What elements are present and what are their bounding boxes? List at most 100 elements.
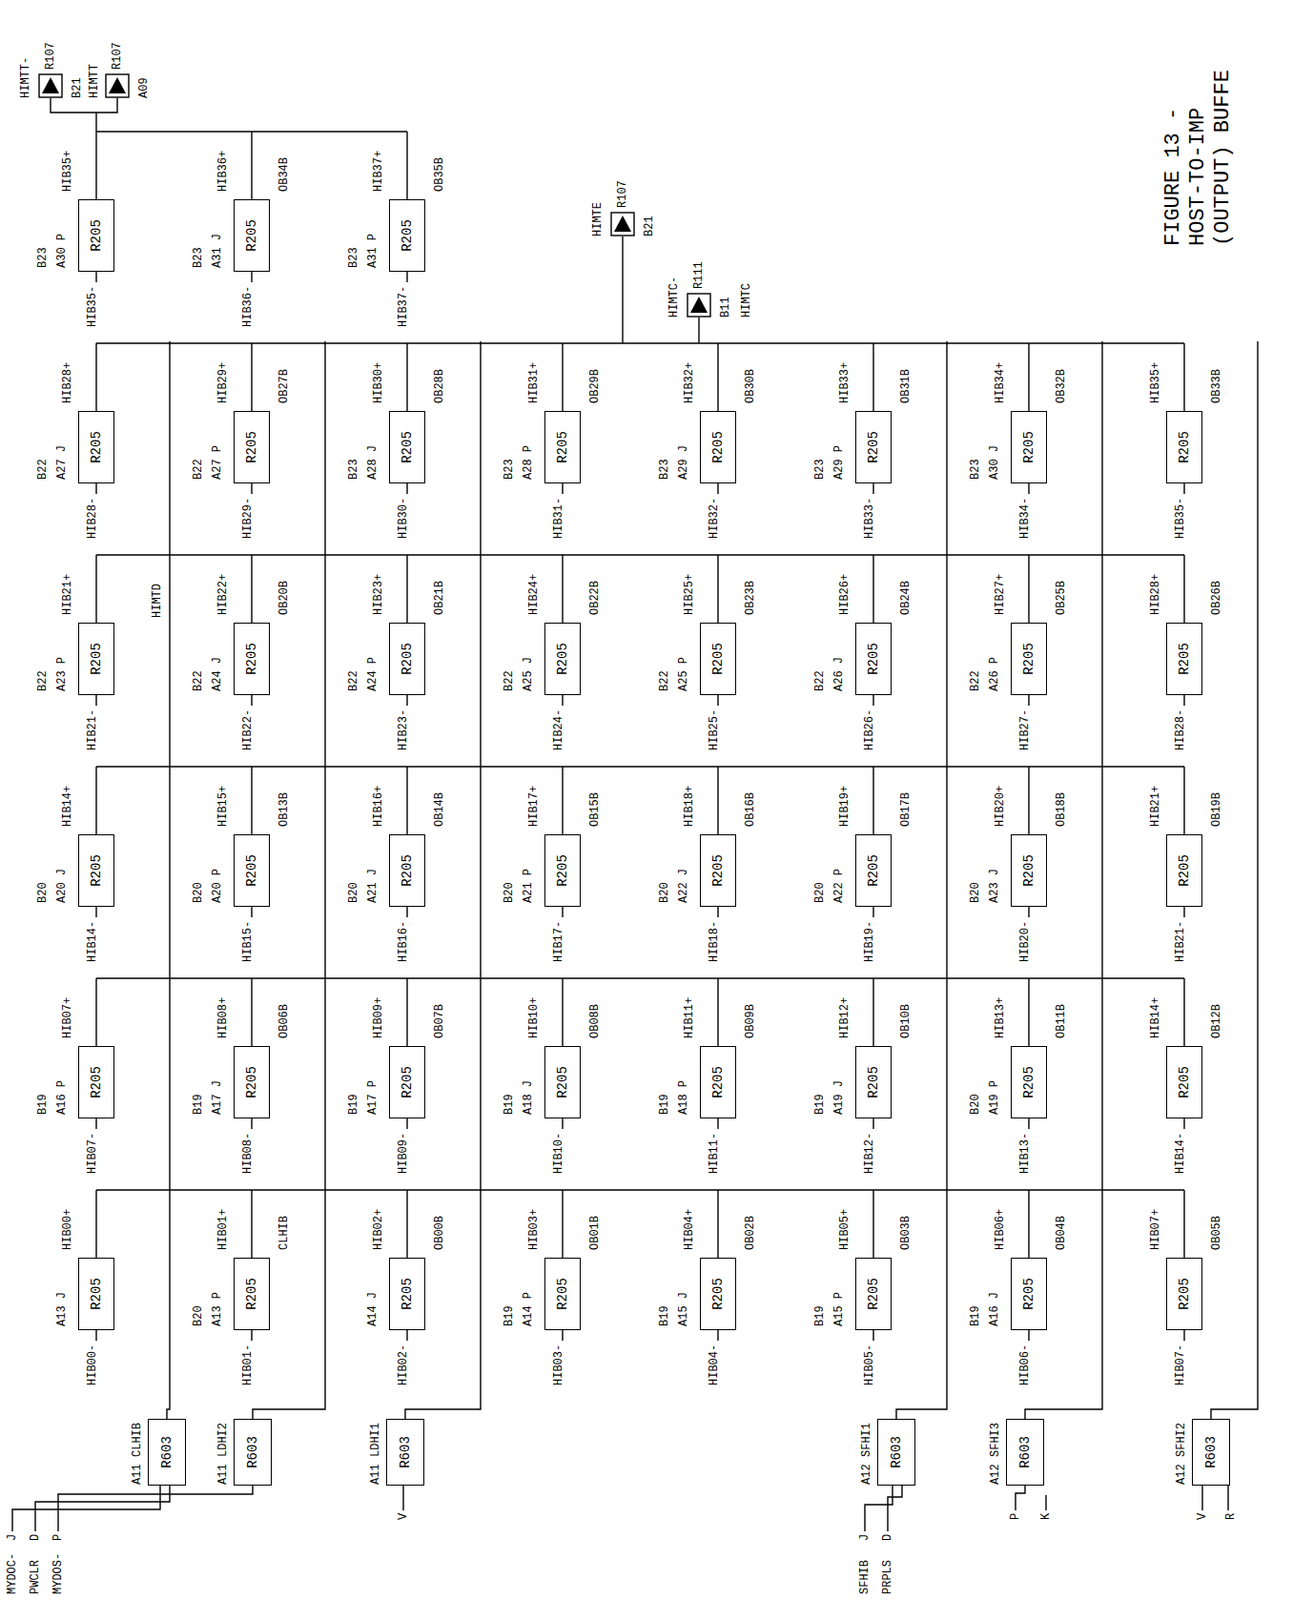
- chip-box: R205: [699, 622, 737, 696]
- input-signal: HIB14+: [61, 785, 75, 827]
- chip-location: A30 J: [987, 445, 1002, 480]
- board-number: B21: [642, 215, 657, 237]
- chip-type: R205: [244, 642, 260, 676]
- input-signal: HIB19+: [838, 785, 852, 827]
- chip-type: R205: [1176, 1277, 1192, 1311]
- chip-type: R205: [399, 1277, 415, 1311]
- input-signal: HIB21+: [1149, 785, 1163, 827]
- wire: [561, 1190, 563, 1258]
- chip-box: R205: [233, 410, 270, 484]
- wire: [561, 343, 563, 411]
- board-number: B19: [813, 1093, 827, 1115]
- wire: [1210, 341, 1258, 1419]
- output-signal: LDHI1: [369, 1422, 383, 1458]
- chip-box: R205: [544, 834, 581, 907]
- chip-box: R205: [389, 1046, 426, 1119]
- driver-triangle: [610, 211, 636, 237]
- board-number: B20: [36, 882, 50, 904]
- board-number: B22: [657, 670, 672, 692]
- chip-location: A29 J: [677, 445, 691, 480]
- signal-label: HIMTT-: [19, 57, 33, 99]
- input-signal: HIB07-: [85, 1132, 100, 1174]
- output-signal: OB17B: [899, 792, 913, 827]
- input-signal: HIB17+: [527, 785, 541, 827]
- wire: [406, 483, 408, 494]
- driver-triangle: [104, 73, 130, 99]
- input-signal: HIB27-: [1018, 709, 1032, 751]
- output-signal: OB10B: [899, 1004, 913, 1039]
- chip-box: R205: [1010, 410, 1047, 484]
- chip-location: A13 J: [55, 1292, 69, 1327]
- chip-box: R205: [1166, 410, 1203, 484]
- signal-label: HIMTE: [591, 202, 605, 237]
- input-signal: HIB32+: [682, 362, 697, 404]
- wire: [561, 978, 563, 1047]
- output-signal: OB23B: [743, 580, 758, 616]
- output-signal: OB01B: [588, 1215, 602, 1251]
- input-signal: HIB08-: [241, 1132, 255, 1174]
- output-signal: OB09B: [743, 1004, 758, 1039]
- board-number: B23: [968, 458, 983, 480]
- chip-type: R205: [1176, 431, 1192, 464]
- chip-location: A14 J: [366, 1292, 380, 1327]
- output-signal: OB30B: [743, 369, 758, 404]
- board-number: B23: [813, 458, 827, 480]
- input-signal: HIB18-: [707, 921, 721, 963]
- chip-box: R205: [78, 834, 115, 907]
- chip-box: R205: [78, 1257, 115, 1331]
- chip-location: A25 J: [521, 656, 535, 692]
- wire: [95, 1190, 97, 1258]
- input-signal: HIB15-: [241, 921, 255, 963]
- wire: [96, 977, 1185, 979]
- board-number: B19: [657, 1093, 672, 1115]
- wire: [406, 1330, 408, 1341]
- output-signal: OB12B: [1210, 1004, 1224, 1039]
- chip-type: R205: [865, 1066, 882, 1099]
- input-signal: HIB36+: [216, 150, 230, 192]
- chip-box: R205: [855, 410, 892, 484]
- output-signal: OB34B: [277, 157, 291, 192]
- wire: [1027, 906, 1029, 918]
- chip-box: R205: [699, 1046, 737, 1119]
- input-signal: HIB20+: [993, 785, 1007, 827]
- wire: [406, 978, 408, 1047]
- wire: [250, 906, 252, 918]
- board-number: B19: [347, 1093, 361, 1115]
- output-signal: OB19B: [1210, 792, 1224, 827]
- input-signal: HIB25-: [707, 709, 721, 751]
- output-signal: OB29B: [588, 369, 602, 404]
- board-number: B19: [813, 1305, 827, 1327]
- board-number: B22: [347, 670, 361, 692]
- chip-box: R205: [855, 834, 892, 907]
- chip-type: R205: [399, 854, 415, 887]
- chip-type: R205: [1021, 1277, 1037, 1311]
- output-signal: OB18B: [1054, 792, 1068, 827]
- input-signal: HIB35+: [61, 150, 75, 192]
- wire: [1183, 343, 1185, 411]
- chip-location: A29 P: [832, 445, 846, 480]
- pin-letter: V: [1195, 1513, 1210, 1520]
- chip-location: A15 P: [832, 1292, 846, 1327]
- board-number: B22: [36, 458, 50, 480]
- wire: [872, 695, 874, 706]
- driver-symbol: R107: [104, 41, 130, 99]
- board-number: B19: [36, 1093, 50, 1115]
- wire: [1045, 1495, 1047, 1511]
- board-number: B19: [968, 1305, 983, 1327]
- input-signal: HIB03-: [552, 1344, 566, 1386]
- board-number: B19: [191, 1093, 206, 1115]
- board-number: B23: [191, 246, 206, 268]
- chip-type: R205: [865, 642, 882, 676]
- wire: [872, 1330, 874, 1341]
- output-signal: OB08B: [588, 1004, 602, 1039]
- wire: [95, 131, 97, 200]
- chip-type: R205: [1021, 1066, 1037, 1099]
- chip-location: A24 J: [210, 656, 225, 692]
- chip-location: A16 J: [987, 1292, 1002, 1327]
- wire: [872, 554, 874, 623]
- chip-box: R205: [544, 410, 581, 484]
- wire: [250, 483, 252, 494]
- chip-type: R205: [1176, 854, 1192, 887]
- chip-location: A30 P: [55, 233, 69, 268]
